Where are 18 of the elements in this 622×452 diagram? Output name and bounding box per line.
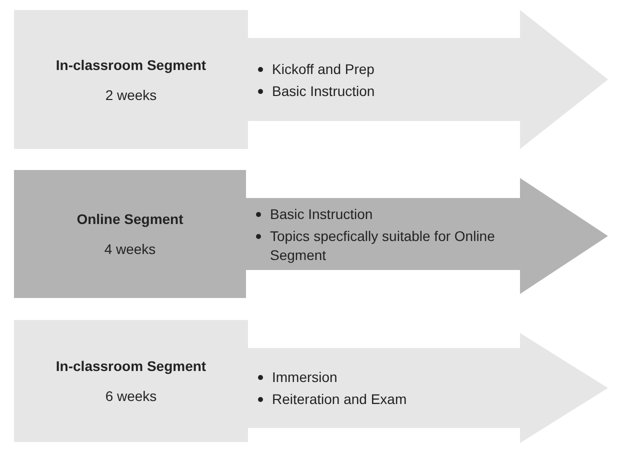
arrow-shape: [246, 178, 608, 294]
bullet-text: Kickoff and Prep: [272, 60, 376, 78]
segment-title: Online Segment: [76, 211, 184, 227]
bullet-text: Basic Instruction: [270, 204, 374, 224]
duration-text: 6 weeks: [105, 388, 157, 404]
bullet-text: Immersion: [272, 368, 338, 387]
segment-title: In-classroom Segment: [56, 56, 206, 72]
segment-box: [14, 10, 248, 149]
segment-box: [14, 170, 246, 298]
bullet-text: Basic Instruction: [272, 82, 376, 100]
duration-text: 4 weeks: [104, 241, 156, 257]
arrow-shape: [248, 10, 608, 149]
arrow-shape: [248, 333, 608, 443]
bullet-text: Topics specfically suitable for Online Segment: [270, 226, 495, 264]
segment-box: [14, 320, 248, 442]
segment-title: In-classroom Segment: [56, 358, 206, 374]
duration-text: 2 weeks: [105, 86, 157, 102]
bullet-text: Reiteration and Exam: [272, 390, 408, 409]
